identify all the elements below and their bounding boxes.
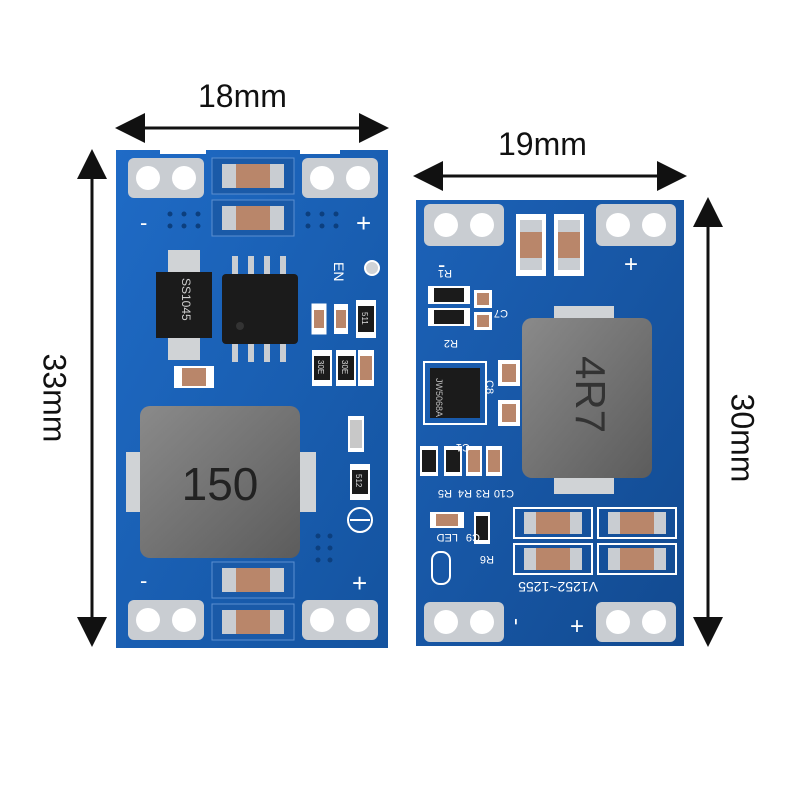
solder-pads — [128, 158, 378, 640]
height-label-board2: 30mm — [724, 393, 761, 483]
en-label: EN — [331, 262, 347, 281]
height-label-board1: 33mm — [36, 353, 73, 443]
svg-text:R5: R5 — [438, 487, 452, 499]
svg-text:511: 511 — [360, 312, 369, 325]
regulator-ic-2: JW5068A — [423, 361, 487, 425]
svg-text:C7: C7 — [494, 307, 508, 319]
model-label: V1252~1255 — [518, 579, 598, 595]
svg-text:150: 150 — [182, 458, 259, 510]
input-capacitors-2 — [516, 214, 584, 276]
svg-text:30E: 30E — [340, 360, 349, 374]
en-pad — [364, 260, 380, 276]
svg-text:C8: C8 — [483, 380, 495, 394]
board1-plus-bottom: + — [352, 568, 367, 598]
dimension-arrows — [77, 113, 723, 647]
svg-text:C9: C9 — [466, 531, 480, 543]
svg-text:JW5068A: JW5068A — [434, 378, 444, 417]
svg-text:4R7: 4R7 — [567, 356, 614, 433]
vias — [167, 211, 339, 563]
inductor-150: 150 — [126, 406, 316, 558]
output-capacitors — [211, 561, 295, 641]
board2-plus-top: + — [624, 251, 638, 278]
input-capacitors — [211, 157, 295, 237]
svg-text:R2: R2 — [444, 337, 458, 349]
board1-minus-bottom: - — [140, 568, 147, 593]
small-components: 511 30E 30E 512 — [174, 300, 376, 533]
svg-text:R1: R1 — [438, 267, 452, 279]
pcb-board-2: - + - + JW5068A R1 — [416, 200, 684, 646]
diode-ss1045: SS1045 — [156, 250, 212, 360]
output-capacitors-2 — [513, 507, 677, 575]
board2-minus-bottom: - — [505, 618, 530, 625]
width-label-board1: 18mm — [198, 78, 287, 114]
svg-text:R6: R6 — [480, 553, 494, 565]
svg-text:R4: R4 — [458, 487, 472, 499]
board2-minus-top: - — [438, 252, 445, 277]
board1-minus-top: - — [140, 210, 147, 235]
svg-text:512: 512 — [354, 474, 363, 488]
pcb-board-1: - + - + SS1045 EN 511 — [116, 150, 388, 648]
svg-text:C1: C1 — [456, 441, 470, 453]
svg-text:30E: 30E — [316, 360, 325, 374]
width-label-board2: 19mm — [498, 126, 587, 162]
svg-text:C10: C10 — [494, 487, 514, 499]
small-components-2 — [420, 286, 520, 585]
svg-text:R3: R3 — [476, 487, 490, 499]
silkscreen-labels: R1 R2 C7 C8 C9 C10 R3 R4 R5 R6 C1 LED — [437, 267, 514, 565]
board2-plus-bottom: + — [570, 613, 584, 640]
regulator-ic — [222, 256, 298, 362]
board1-plus-top: + — [356, 208, 371, 238]
solder-pads-2 — [424, 204, 676, 642]
svg-text:SS1045: SS1045 — [179, 278, 193, 321]
inductor-4r7: 4R7 — [522, 306, 652, 494]
svg-text:LED: LED — [437, 531, 458, 543]
